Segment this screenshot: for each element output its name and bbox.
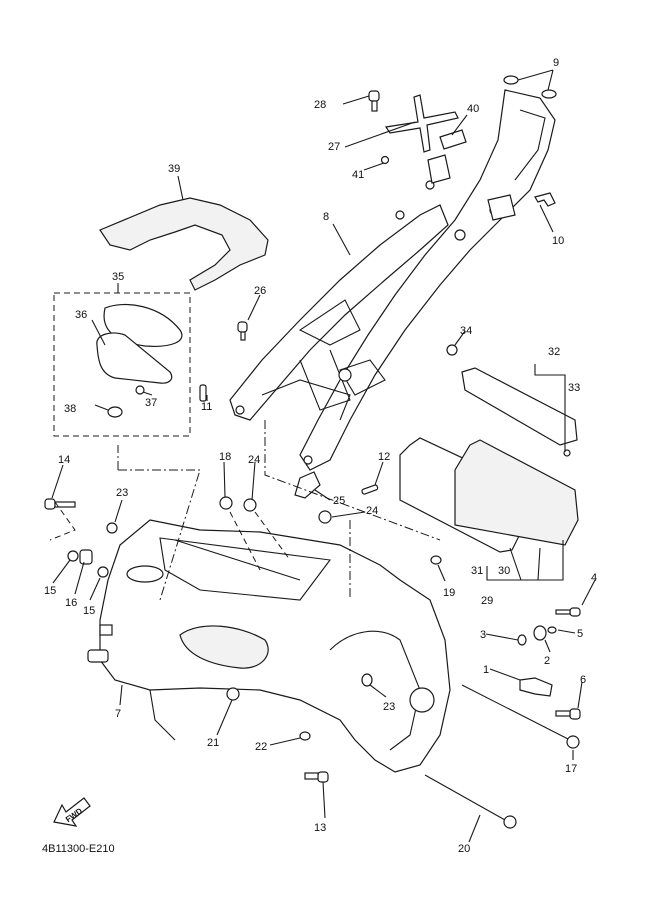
part-36-gasket	[96, 332, 173, 384]
callout-18: 18	[219, 451, 231, 463]
callout-17: 17	[565, 763, 577, 775]
part-20-long-bolt	[424, 774, 517, 829]
callout-19: 19	[443, 587, 455, 599]
callout-35: 35	[112, 271, 124, 283]
part-37-grommet	[135, 385, 145, 395]
part-27-plate	[384, 94, 459, 153]
part-23-collar-a	[106, 522, 118, 534]
callout-23-upper: 23	[116, 487, 128, 499]
assembly-line	[229, 511, 291, 571]
part-21-nut	[226, 687, 240, 701]
part-24-cap-a	[243, 498, 257, 512]
part-19-washer	[430, 555, 442, 565]
callout-1: 1	[483, 664, 489, 676]
part-9-pads	[503, 75, 557, 99]
part-38-clamp	[107, 406, 123, 418]
callout-26: 26	[254, 285, 266, 297]
callout-10: 10	[552, 235, 564, 247]
part-17-long-bolt	[461, 684, 580, 749]
part-12-bolt	[361, 484, 379, 495]
callout-28: 28	[314, 99, 326, 111]
part-5-washer	[547, 626, 557, 634]
callout-31: 31	[471, 565, 483, 577]
part-41-nut	[380, 155, 390, 165]
callout-6: 6	[580, 674, 586, 686]
part-15-collar-a	[67, 550, 79, 562]
main-frame	[87, 519, 451, 773]
callout-39: 39	[168, 163, 180, 175]
callout-9: 9	[553, 57, 559, 69]
callout-20: 20	[458, 843, 470, 855]
callout-40: 40	[467, 103, 479, 115]
assembly-line	[264, 420, 441, 541]
callout-12: 12	[378, 451, 390, 463]
part-10-clip	[534, 192, 556, 207]
callout-13: 13	[314, 822, 326, 834]
part-4-bolt	[555, 607, 581, 617]
part-13-bolt	[304, 771, 329, 783]
rear-subframe	[229, 89, 556, 471]
callout-33: 33	[568, 382, 580, 394]
callout-8: 8	[323, 211, 329, 223]
part-11-bolt	[199, 384, 207, 402]
callout-16: 16	[65, 597, 77, 609]
part-3-collar	[517, 634, 527, 646]
callout-21: 21	[207, 737, 219, 749]
callout-38: 38	[64, 403, 76, 415]
callout-36: 36	[75, 309, 87, 321]
part-34-screw	[446, 344, 458, 356]
fwd-arrow-icon: FWD	[53, 797, 91, 827]
part-15-collar-b	[97, 566, 109, 578]
callout-5: 5	[577, 628, 583, 640]
callout-4: 4	[591, 572, 597, 584]
part-28-bolt	[368, 90, 380, 112]
callout-41: 41	[352, 169, 364, 181]
assembly-line	[117, 445, 201, 601]
part-22-washer	[299, 731, 311, 741]
part-1-bracket	[519, 677, 553, 697]
callout-15-left: 15	[44, 585, 56, 597]
part-6-bolt	[555, 708, 581, 720]
callout-37: 37	[145, 397, 157, 409]
part-14-bolt	[44, 498, 76, 510]
part-23-collar-b	[361, 673, 373, 687]
callout-24-right: 24	[366, 505, 378, 517]
callout-30: 30	[498, 565, 510, 577]
part-30-frame	[454, 439, 579, 546]
callout-27: 27	[328, 141, 340, 153]
callout-29: 29	[481, 595, 493, 607]
part-25-bracket	[294, 471, 321, 499]
part-2-damper	[533, 625, 547, 641]
callout-11: 11	[201, 401, 212, 413]
callout-32: 32	[548, 346, 560, 358]
callout-14: 14	[58, 454, 70, 466]
callout-22: 22	[255, 741, 267, 753]
callout-labels: 9 28 40 27 41 8 10 39 35 36 38 37 26 11 …	[44, 57, 597, 855]
callout-2: 2	[544, 655, 550, 667]
part-32-tail-piece	[461, 367, 578, 446]
assembly-line	[49, 501, 76, 541]
callout-15-right: 15	[83, 605, 95, 617]
callout-7: 7	[115, 708, 121, 720]
leader-lines	[51, 69, 596, 843]
part-26-bolt	[237, 321, 248, 341]
callout-23-lower: 23	[383, 701, 395, 713]
callout-34: 34	[460, 325, 472, 337]
callout-25: 25	[333, 495, 345, 507]
callout-3: 3	[480, 629, 486, 641]
callout-24-left: 24	[248, 454, 260, 466]
part-39-cover	[99, 197, 269, 291]
part-24-cap-b	[318, 510, 332, 524]
drawing-code: 4B11300-E210	[42, 843, 115, 855]
part-18-nut	[219, 496, 233, 510]
part-16-spacer	[79, 549, 93, 565]
